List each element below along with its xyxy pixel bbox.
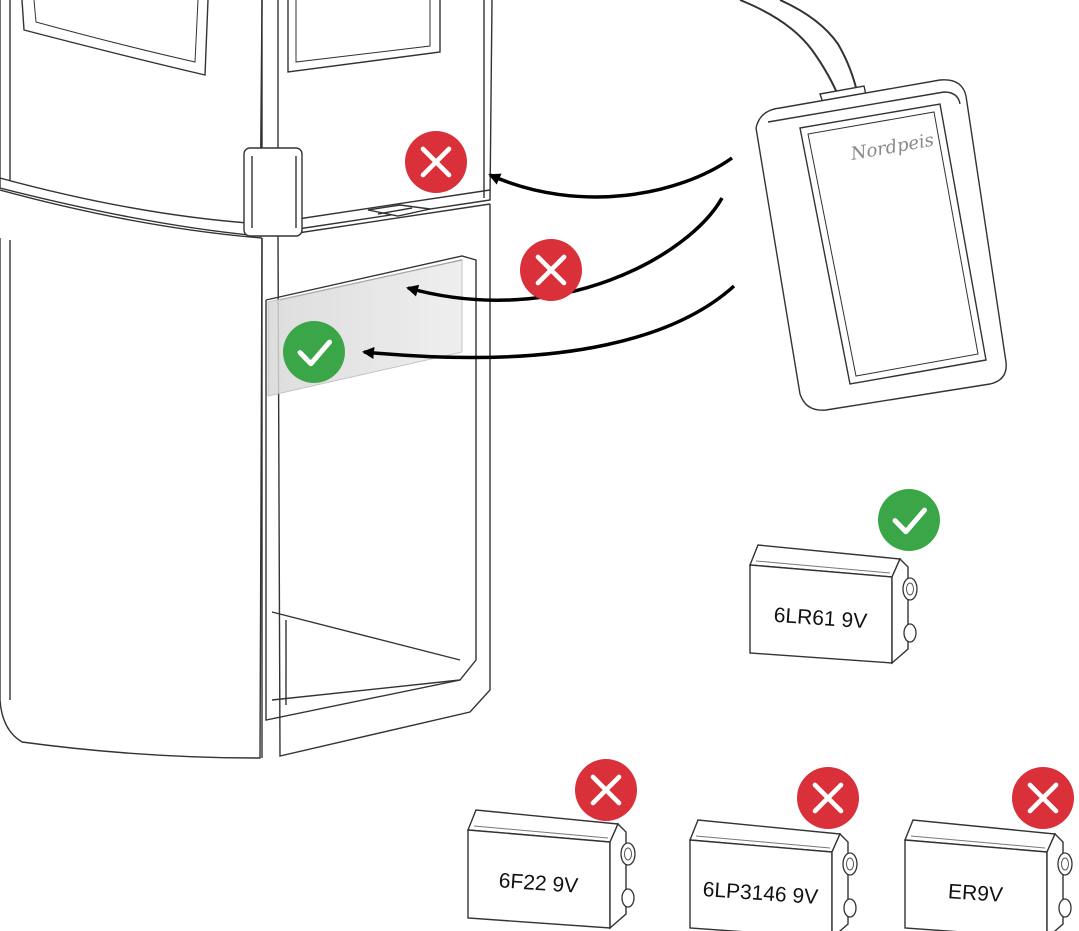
placement-1-cross-circle-icon [520, 239, 582, 301]
battery-3-cross-circle-icon [1012, 767, 1074, 829]
battery-terminal [904, 624, 916, 642]
stove-window-right [288, 0, 440, 72]
placement-0-cross-circle-icon [405, 131, 467, 193]
battery-2: 6LP3146 9V [690, 767, 859, 931]
battery-terminal [844, 899, 856, 917]
battery-terminal [1059, 899, 1071, 917]
battery-0-check-circle-icon [878, 489, 940, 551]
battery-1-cross-circle-icon [575, 759, 637, 821]
battery-2-cross-circle-icon [797, 767, 859, 829]
battery-terminal [1058, 853, 1072, 875]
battery-3: ER9V [905, 767, 1074, 931]
battery-terminal [622, 889, 634, 907]
battery-0: 6LR61 9V [750, 489, 940, 663]
stove [0, 0, 492, 758]
battery-label: ER9V [947, 880, 1003, 907]
battery-terminal [903, 578, 917, 600]
receiver-body [756, 80, 1006, 410]
receiver-cable [740, 0, 840, 100]
battery-1: 6F22 9V [468, 759, 637, 928]
stove-window-left [22, 0, 208, 75]
battery-terminal [843, 853, 857, 875]
placement-2-check-circle-icon [283, 321, 345, 383]
arrow-top [490, 158, 732, 197]
remote-receiver [740, 0, 1006, 410]
battery-terminal [621, 843, 635, 865]
stove-lower-body [0, 238, 262, 758]
